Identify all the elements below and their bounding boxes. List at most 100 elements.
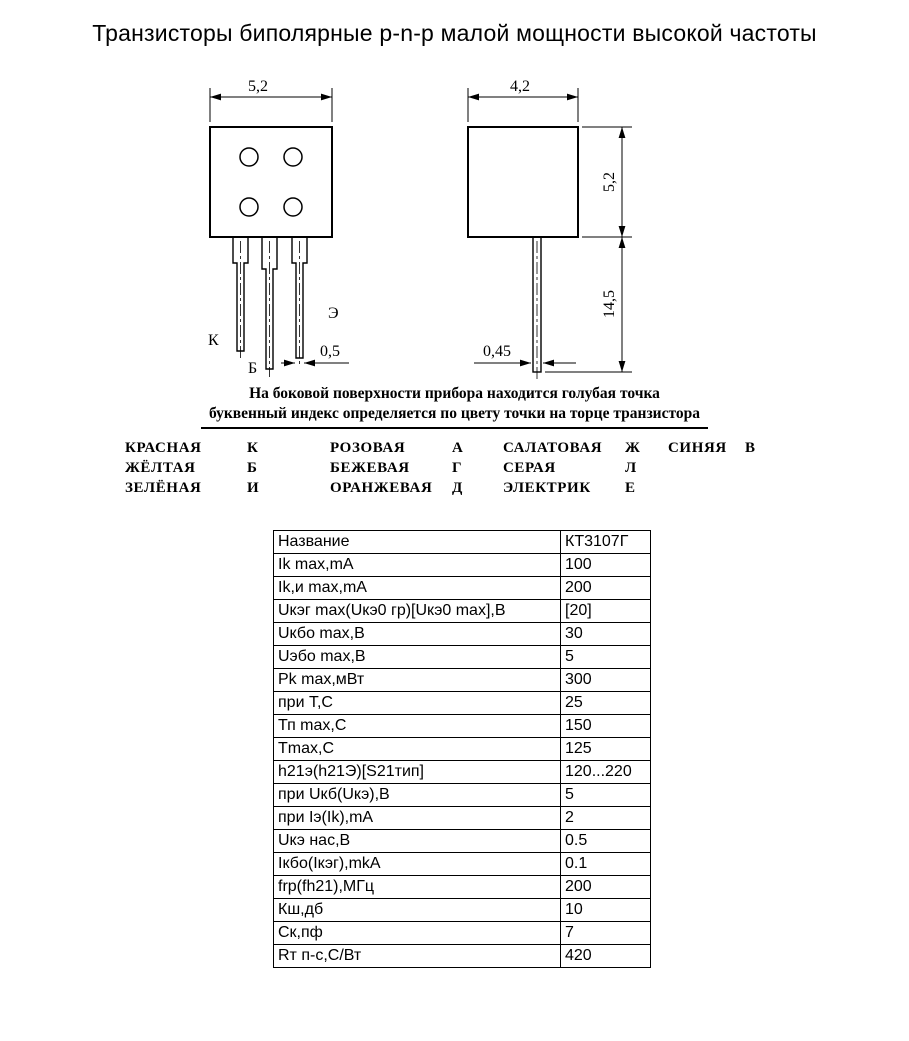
spec-param: Ik,и max,mA — [273, 576, 561, 600]
spec-value: 300 — [560, 668, 651, 692]
table-row: Uэбо max,В 5 — [273, 645, 651, 669]
lead-base — [261, 236, 278, 370]
mounting-hole — [283, 147, 303, 167]
spec-param: при Iэ(Ik),mA — [273, 806, 561, 830]
color-index: Б — [247, 460, 258, 476]
spec-param: Кш,дб — [273, 898, 561, 922]
color-index: Е — [625, 480, 636, 496]
table-row: Uкэ нас,В 0.5 — [273, 829, 651, 853]
table-row: h21э(h21Э)[S21тип] 120...220 — [273, 760, 651, 784]
spec-value: 10 — [560, 898, 651, 922]
front-view: 5,2 0,5 К Б Э — [208, 78, 349, 377]
color-name: СЕРАЯ — [503, 460, 556, 476]
spec-param: при Т,С — [273, 691, 561, 715]
color-index: Ж — [625, 440, 641, 456]
table-row: Тп max,С 150 — [273, 714, 651, 738]
table-row: Uкбо max,В 30 — [273, 622, 651, 646]
mounting-hole — [283, 197, 303, 217]
note-line-1: На боковой поверхности прибора находится… — [249, 385, 660, 402]
table-row: Тmax,С 125 — [273, 737, 651, 761]
dim-front-lead-width-label: 0,5 — [320, 343, 340, 360]
spec-param: Uкбо max,В — [273, 622, 561, 646]
spec-param: Rт п-с,С/Вт — [273, 944, 561, 968]
dim-lead-thickness-label: 0,45 — [483, 343, 511, 360]
spec-table: Название КТ3107Г Ik max,mA 100 Ik,и max,… — [273, 530, 651, 968]
color-name: БЕЖЕВАЯ — [330, 460, 410, 476]
table-row: Кш,дб 10 — [273, 898, 651, 922]
spec-param: Ск,пф — [273, 921, 561, 945]
table-row: при Т,С 25 — [273, 691, 651, 715]
lead-emitter-label: Э — [328, 305, 339, 322]
color-name: РОЗОВАЯ — [330, 440, 406, 456]
color-name: ЖЁЛТАЯ — [125, 460, 196, 476]
spec-param: h21э(h21Э)[S21тип] — [273, 760, 561, 784]
spec-param: Тп max,С — [273, 714, 561, 738]
table-row: Ск,пф 7 — [273, 921, 651, 945]
spec-value: 2 — [560, 806, 651, 830]
spec-value: 30 — [560, 622, 651, 646]
table-row: при Iэ(Ik),mA 2 — [273, 806, 651, 830]
spec-value: 100 — [560, 553, 651, 577]
spec-value: 120...220 — [560, 760, 651, 784]
spec-param: Uэбо max,В — [273, 645, 561, 669]
spec-value: 0.5 — [560, 829, 651, 853]
table-row: Ik max,mA 100 — [273, 553, 651, 577]
color-name — [668, 478, 745, 498]
color-name: КРАСНАЯ — [125, 440, 202, 456]
color-index — [745, 458, 785, 478]
dim-extension-lines — [545, 126, 632, 373]
color-index: В — [745, 440, 756, 456]
table-row: при Uкб(Uкэ),В 5 — [273, 783, 651, 807]
table-row: Ik,и max,mA 200 — [273, 576, 651, 600]
side-view: 4,2 5,2 14,5 0,45 — [467, 78, 632, 380]
color-name: ОРАНЖЕВАЯ — [330, 480, 433, 496]
spec-value: 0.1 — [560, 852, 651, 876]
spec-param: Название — [273, 530, 561, 554]
notes-block: На боковой поверхности прибора находится… — [0, 384, 909, 429]
table-row: Pk max,мВт 300 — [273, 668, 651, 692]
table-row: Iкбо(Iкэг),mkA 0.1 — [273, 852, 651, 876]
color-index: Г — [452, 460, 463, 476]
front-view-body — [209, 126, 333, 238]
color-index: К — [247, 440, 259, 456]
spec-value: КТ3107Г — [560, 530, 651, 554]
table-row: Uкэг max(Uкэ0 гр)[Uкэ0 max],В [20] — [273, 599, 651, 623]
table-row: Название КТ3107Г — [273, 530, 651, 554]
spec-value: 150 — [560, 714, 651, 738]
color-name: САЛАТОВАЯ — [503, 440, 603, 456]
dim-side-width-label: 4,2 — [510, 78, 530, 95]
spec-value: 7 — [560, 921, 651, 945]
spec-value: 200 — [560, 875, 651, 899]
spec-value: 5 — [560, 783, 651, 807]
package-drawings: 5,2 0,5 К Б Э 4,2 — [208, 78, 632, 380]
spec-param: Ik max,mA — [273, 553, 561, 577]
notes-text: На боковой поверхности прибора находится… — [200, 384, 709, 429]
page-title: Транзисторы биполярные p-n-p малой мощно… — [92, 20, 817, 46]
table-row: frp(fh21),МГц 200 — [273, 875, 651, 899]
spec-value: 200 — [560, 576, 651, 600]
note-line-2: буквенный индекс определяется по цвету т… — [208, 405, 701, 422]
dim-side-width — [467, 88, 579, 122]
table-row: Rт п-с,С/Вт 420 — [273, 944, 651, 968]
color-name: ЗЕЛЁНАЯ — [125, 480, 202, 496]
spec-param: Iкбо(Iкэг),mkA — [273, 852, 561, 876]
mounting-hole — [239, 147, 259, 167]
lead-emitter — [291, 236, 308, 359]
spec-param: при Uкб(Uкэ),В — [273, 783, 561, 807]
color-code-table: КРАСНАЯ К РОЗОВАЯ А САЛАТОВАЯ Ж СИНЯЯ В … — [125, 438, 785, 498]
dim-body-height-label: 5,2 — [601, 172, 618, 192]
dim-front-width-label: 5,2 — [248, 78, 268, 95]
dim-lead-length-label: 14,5 — [601, 290, 618, 318]
color-index: И — [247, 480, 260, 496]
lead-base-label: Б — [248, 360, 257, 377]
spec-param: Тmax,С — [273, 737, 561, 761]
dim-front-width — [209, 88, 333, 122]
side-view-body — [467, 126, 579, 238]
spec-param: Pk max,мВт — [273, 668, 561, 692]
spec-param: frp(fh21),МГц — [273, 875, 561, 899]
lead-collector — [232, 236, 249, 352]
spec-param: Uкэ нас,В — [273, 829, 561, 853]
color-index: А — [452, 440, 464, 456]
mounting-hole — [239, 197, 259, 217]
